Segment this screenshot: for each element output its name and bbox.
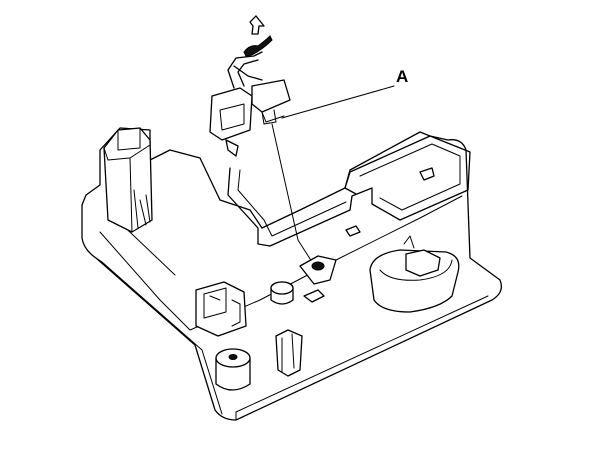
slot-features bbox=[303, 167, 435, 303]
connector-assembly bbox=[209, 51, 291, 157]
round-boss bbox=[270, 281, 294, 305]
wire-twist bbox=[243, 15, 273, 57]
callout-label-a: A bbox=[396, 67, 408, 86]
alignment-line bbox=[271, 123, 313, 263]
cylinder-post bbox=[215, 348, 251, 391]
clip-housing bbox=[195, 281, 247, 337]
left-post bbox=[103, 127, 153, 233]
latch-post bbox=[275, 329, 303, 377]
up-arrow-icon bbox=[249, 15, 265, 35]
wire-channel bbox=[227, 135, 471, 247]
right-pad bbox=[369, 235, 460, 313]
callout-a: A bbox=[281, 67, 408, 119]
socket-clip bbox=[299, 255, 337, 285]
